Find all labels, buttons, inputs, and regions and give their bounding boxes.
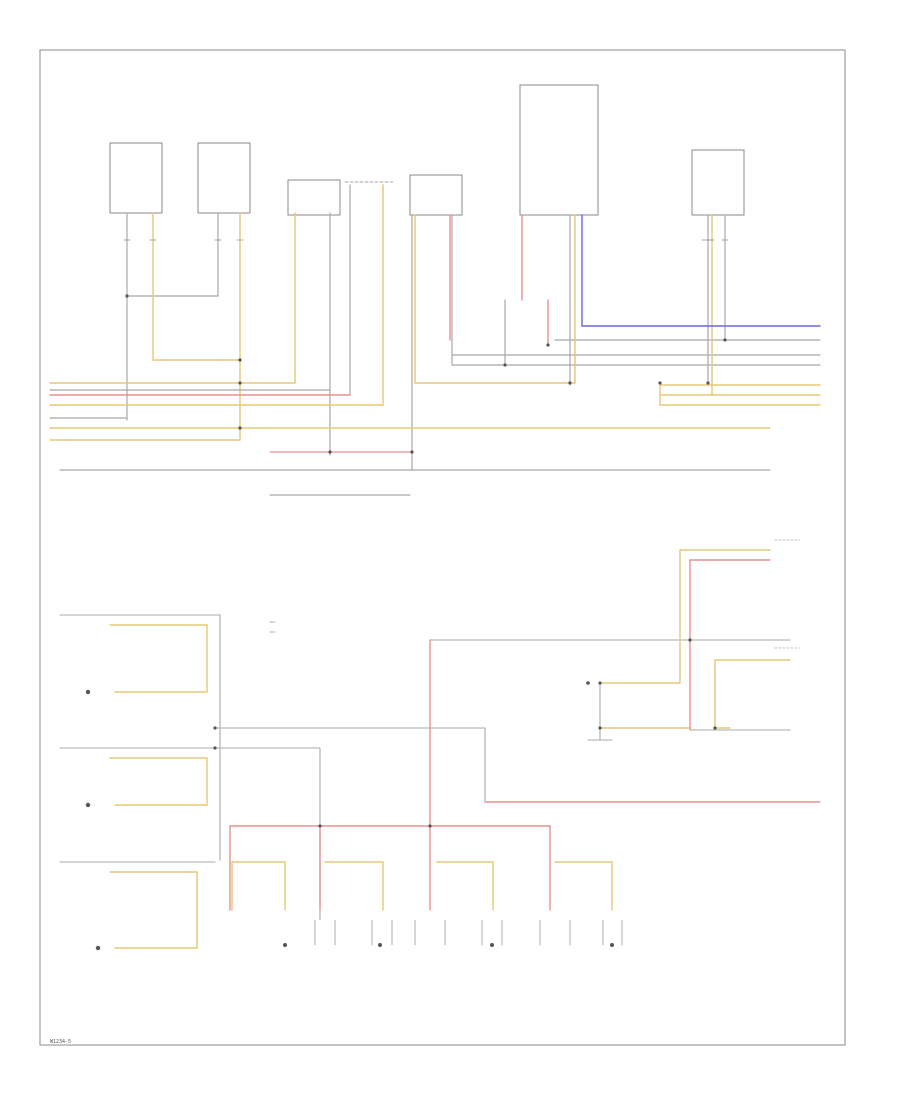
footer-code: W1234-5 — [50, 1039, 71, 1045]
diagram-frame — [39, 49, 846, 1046]
blue-wire — [581, 214, 821, 327]
component-box-5 — [519, 84, 599, 216]
component-box-3 — [287, 179, 341, 216]
upper-section — [49, 84, 821, 496]
component-box-4 — [409, 174, 463, 216]
lower-section — [59, 539, 821, 951]
component-box-1 — [109, 142, 163, 214]
component-box-6 — [691, 149, 745, 216]
component-box-2 — [197, 142, 251, 214]
